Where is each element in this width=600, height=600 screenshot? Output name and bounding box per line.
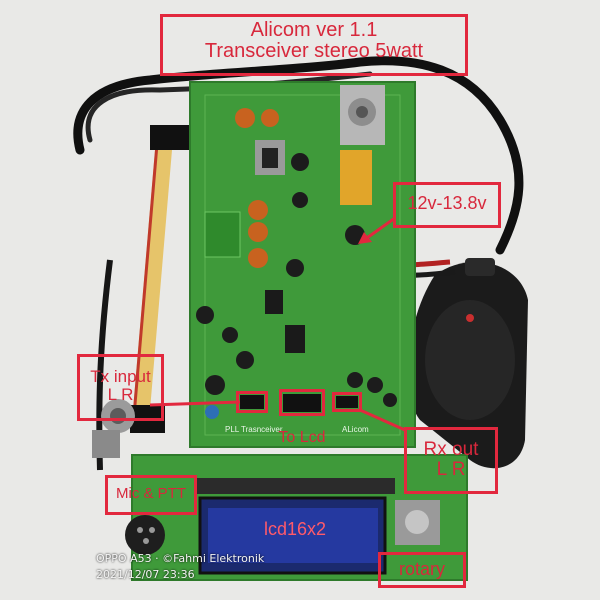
rx-out-label: Rx out L R [404, 440, 498, 480]
title-line-2: Transceiver stereo 5watt [204, 40, 424, 62]
annotation-arrows [149, 216, 406, 432]
lcd-label: lcd16x2 [263, 519, 327, 539]
rotary-box [378, 552, 466, 588]
watermark-device: OPPO A53 · ©Fahmi Elektronik [96, 552, 265, 565]
header-box-3 [332, 392, 362, 412]
rotary-label: rotary [398, 559, 445, 579]
header-box-1 [236, 391, 268, 413]
title-box [160, 14, 468, 76]
rx-out-lr: L R [436, 458, 466, 480]
mic-ptt-label: Mic & PTT [116, 485, 186, 502]
header-box-2 [279, 389, 325, 416]
pcb-pll-text: PLL Trasnceiver [225, 425, 283, 434]
main-pcb [189, 81, 416, 448]
tx-input-lr: L R [107, 384, 134, 404]
rx-out-text: Rx out [423, 439, 479, 460]
to-lcd-label: To Lcd [278, 429, 326, 446]
tx-input-label: Tx input L R [77, 368, 164, 404]
tx-input-text: Tx input [90, 367, 151, 386]
coiled-cable [73, 56, 524, 255]
watermark-timestamp: 2021/12/07 23:36 [96, 568, 195, 581]
title-label: Alicom ver 1.1 Transceiver stereo 5watt [160, 20, 468, 62]
title-line-1: Alicom ver 1.1 [250, 19, 378, 41]
rx-out-box [404, 427, 498, 494]
power-label: 12v-13.8v [407, 193, 487, 213]
tx-input-box [77, 354, 164, 421]
mic-ptt-box [105, 475, 197, 515]
pcb-brand-text: ALicom [342, 425, 369, 434]
power-box [393, 182, 501, 228]
microphone [408, 258, 528, 469]
ribbon-cable [130, 125, 192, 433]
